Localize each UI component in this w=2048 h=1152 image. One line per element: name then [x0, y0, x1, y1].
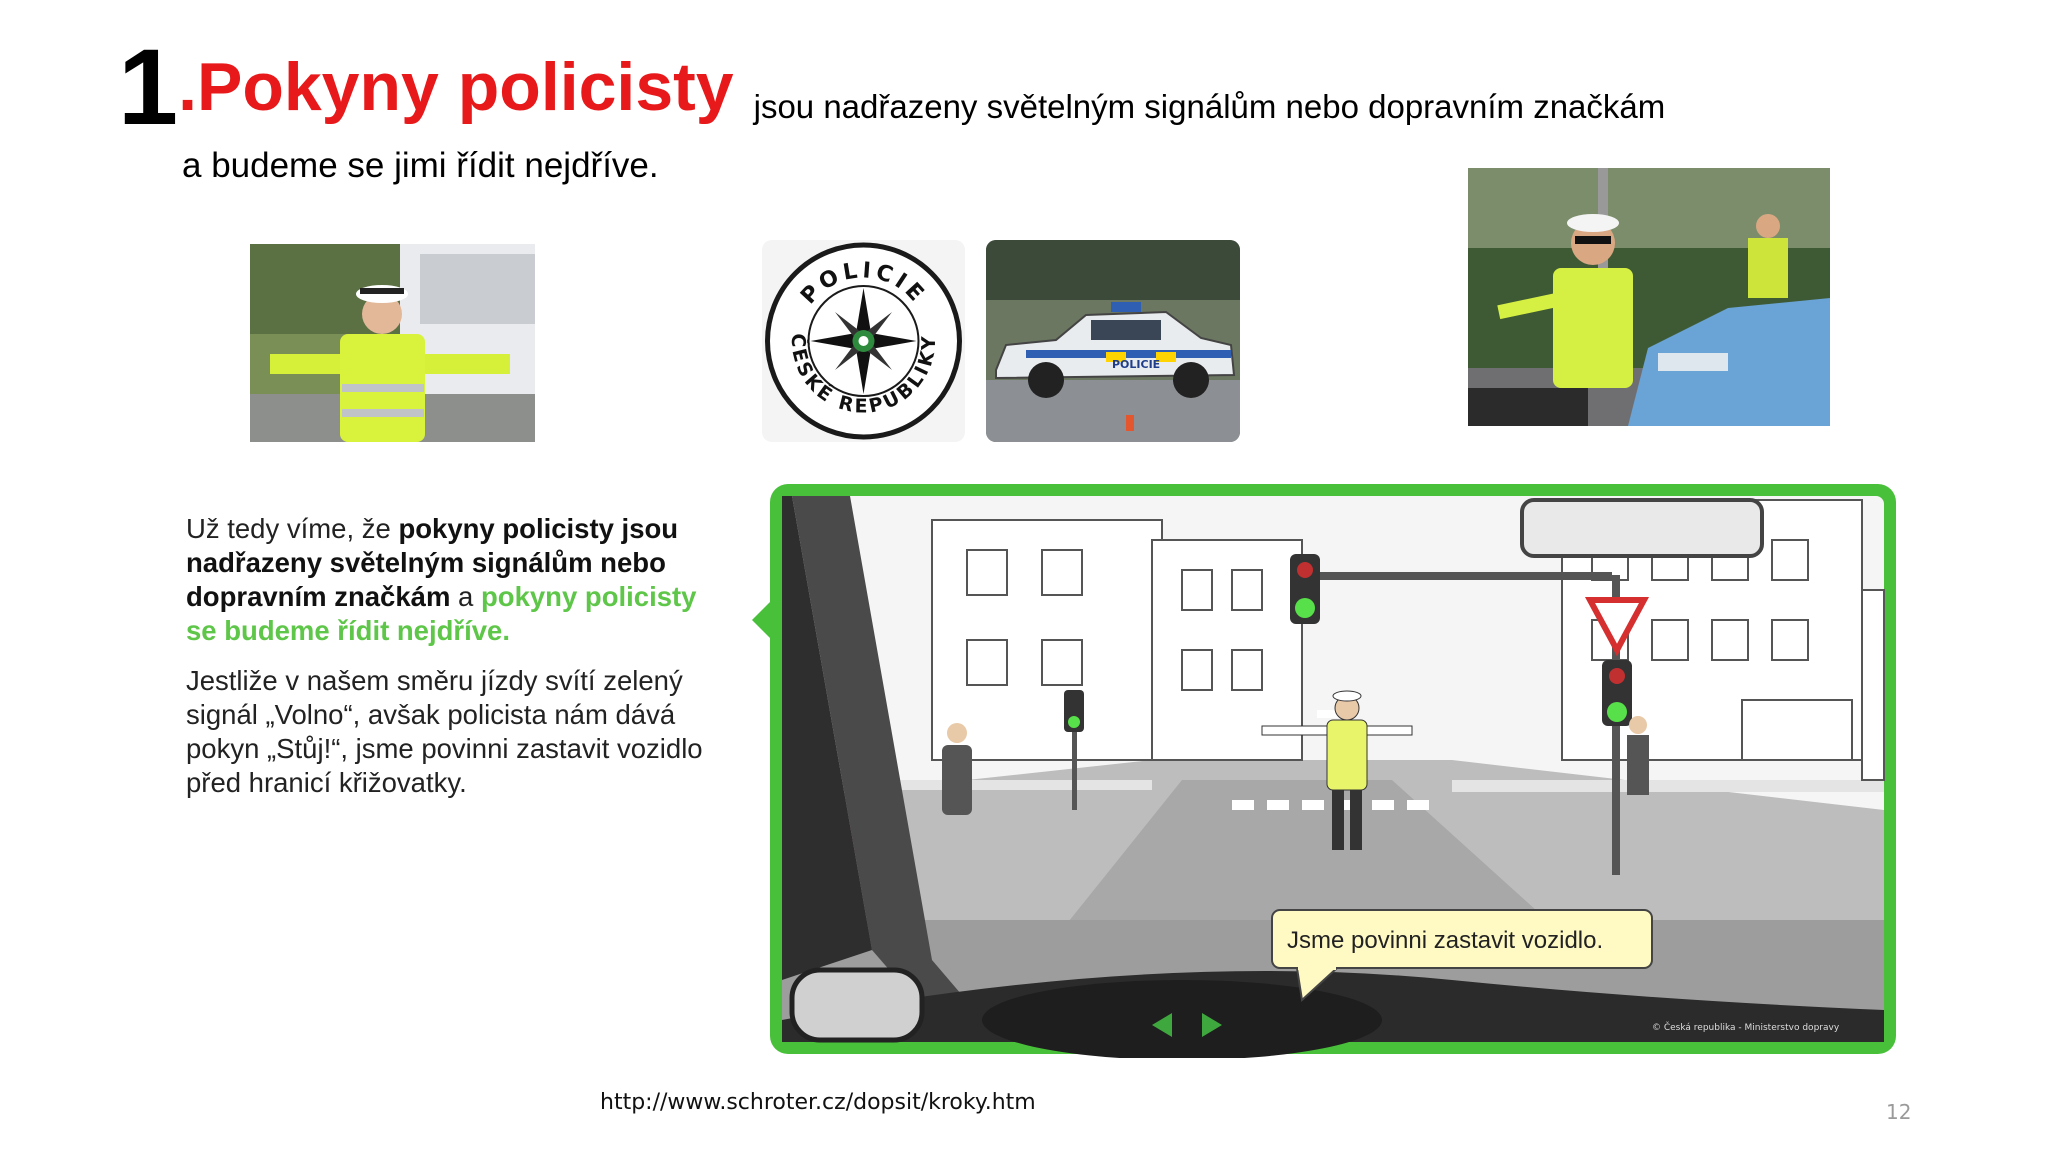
- police-logo: POLICIE ČESKÉ REPUBLIKY: [762, 240, 965, 442]
- title-rest: jsou nadřazeny světelným signálům nebo d…: [753, 88, 1666, 125]
- title-main: .Pokyny policisty: [178, 49, 734, 125]
- source-url: http://www.schroter.cz/dopsit/kroky.htm: [600, 1090, 1036, 1115]
- explanation-text: Už tedy víme, že pokyny policisty jsou n…: [186, 512, 726, 816]
- officer-photo-1: [250, 244, 535, 442]
- illustration-copyright: © Česká republika - Ministerstvo dopravy: [1652, 1021, 1840, 1033]
- police-car-photo: POLICIE: [986, 240, 1240, 442]
- officer-photo-2: [1468, 168, 1830, 426]
- page-number: 12: [1886, 1100, 1912, 1124]
- title-number: 1: [118, 26, 179, 147]
- explanation-paragraph-2: Jestliže v našem směru jízdy svítí zelen…: [186, 665, 703, 798]
- speech-bubble-text: Jsme povinni zastavit vozidlo.: [1287, 927, 1603, 954]
- explanation-paragraph-1: Už tedy víme, že pokyny policisty jsou n…: [186, 513, 697, 646]
- intersection-illustration: Jsme povinni zastavit vozidlo. © Česká r…: [752, 480, 1900, 1060]
- title-second-line: a budeme se jimi řídit nejdříve.: [182, 146, 659, 185]
- car-label: POLICIE: [1112, 358, 1160, 371]
